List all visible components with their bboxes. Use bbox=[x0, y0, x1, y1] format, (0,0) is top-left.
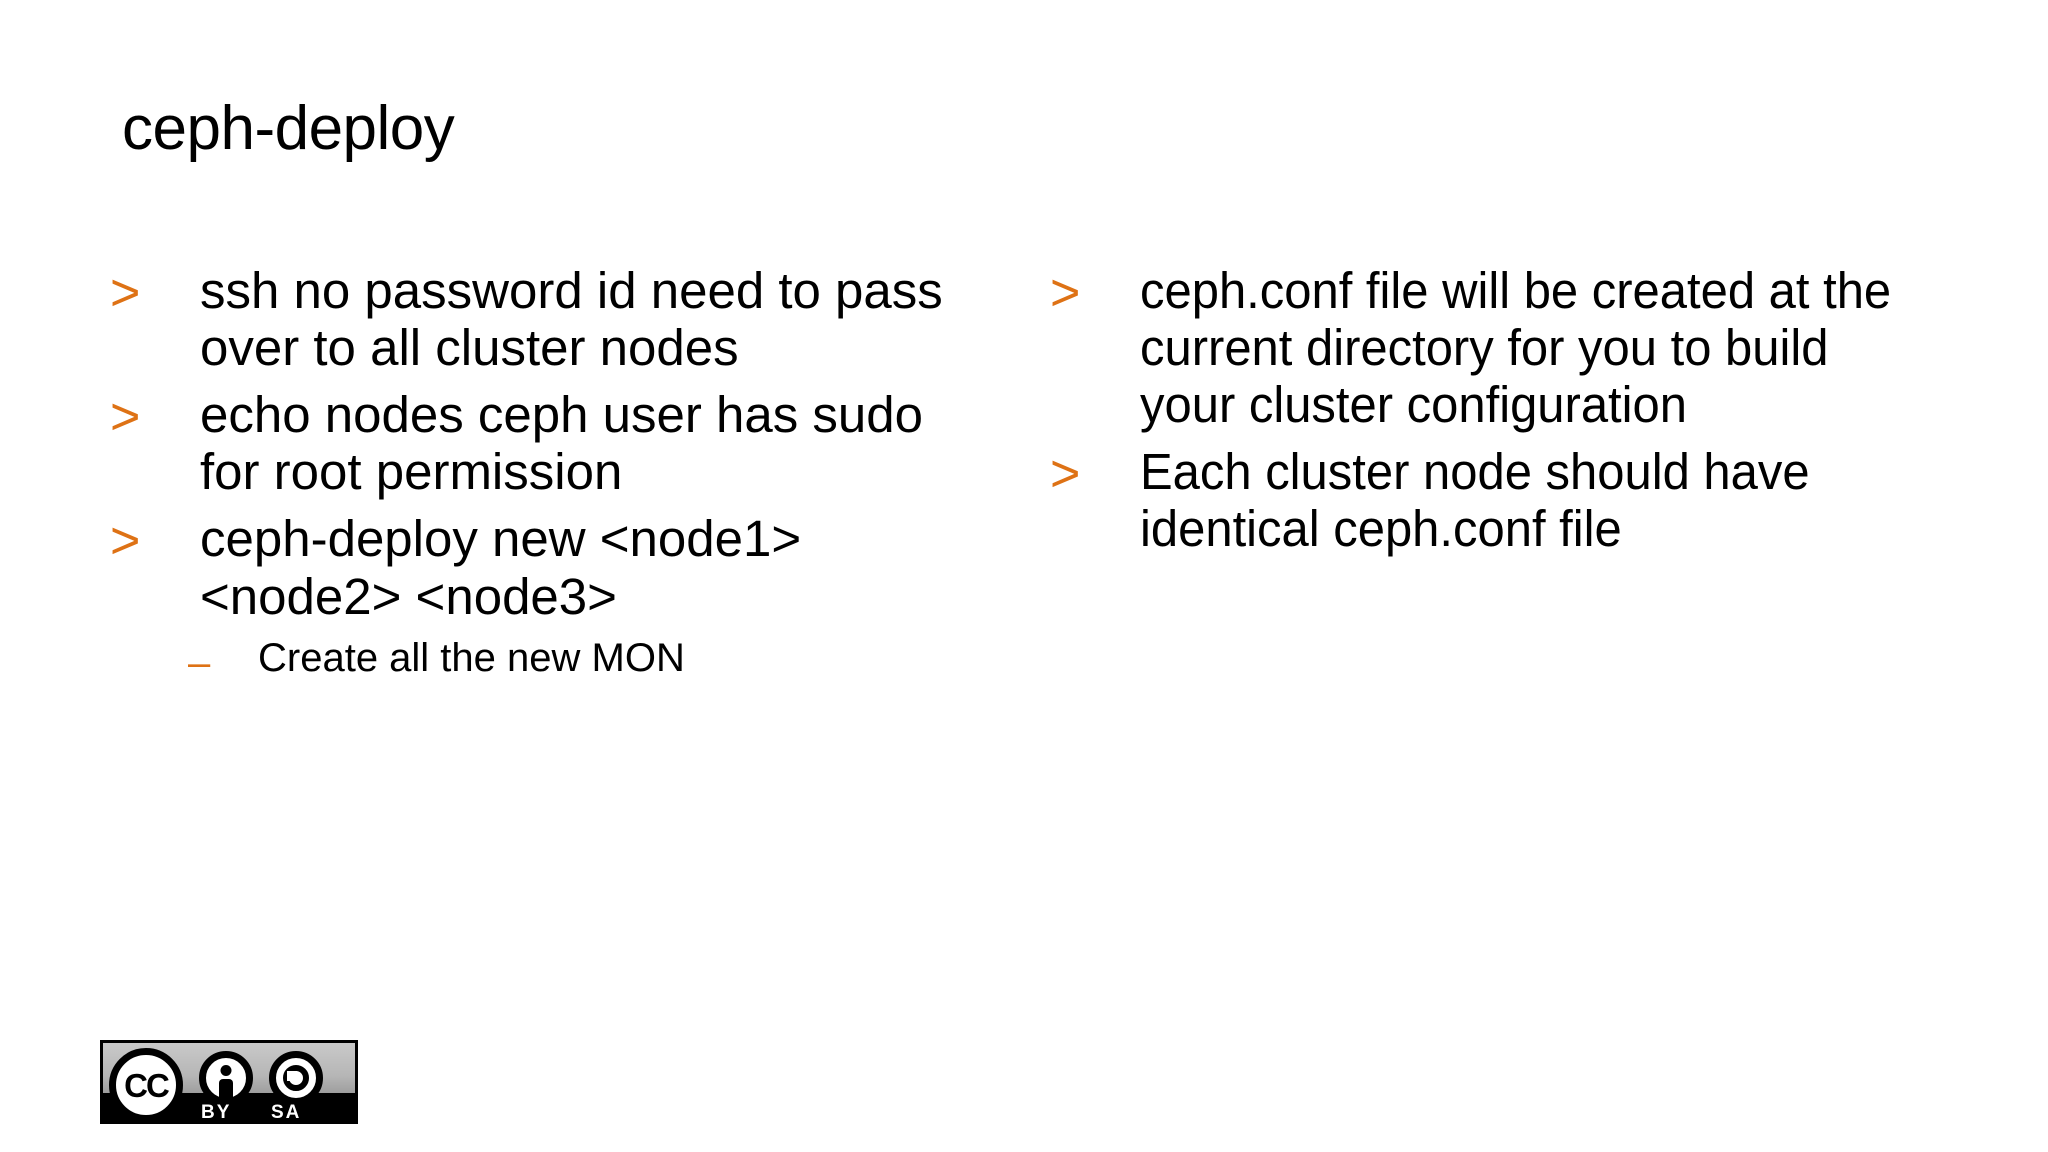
person-body-shape bbox=[219, 1079, 233, 1099]
bullet-text: echo nodes ceph user has sudo for root p… bbox=[200, 386, 924, 501]
bullet-item: > ssh no password id need to pass over t… bbox=[110, 262, 990, 376]
cc-logo-icon: CC bbox=[109, 1048, 183, 1122]
bullet-item: > ceph-deploy new <node1> <node2> <node3… bbox=[110, 510, 990, 624]
sub-bullet-text: Create all the new MON bbox=[258, 635, 685, 680]
chevron-bullet-icon: > bbox=[110, 264, 141, 322]
bullet-item: > Each cluster node should have identica… bbox=[1050, 443, 1950, 557]
share-alike-icon bbox=[269, 1051, 323, 1105]
creative-commons-badge[interactable]: CC BY SA bbox=[100, 1040, 358, 1124]
person-head-shape bbox=[220, 1065, 232, 1076]
chevron-bullet-icon: > bbox=[1050, 264, 1081, 322]
slide-title: ceph-deploy bbox=[122, 94, 455, 163]
sub-bullet-item: – Create all the new MON bbox=[110, 635, 990, 685]
dash-bullet-icon: – bbox=[188, 640, 211, 685]
bullet-text: ceph.conf file will be created at the cu… bbox=[1140, 262, 1892, 434]
bullet-item: > echo nodes ceph user has sudo for root… bbox=[110, 386, 990, 500]
bullet-text: ssh no password id need to pass over to … bbox=[200, 262, 943, 377]
chevron-bullet-icon: > bbox=[1050, 445, 1081, 504]
bullet-item: > ceph.conf file will be created at the … bbox=[1050, 262, 1950, 433]
bullet-text: Each cluster node should have identical … bbox=[1140, 443, 1810, 558]
content-column-left: > ssh no password id need to pass over t… bbox=[110, 262, 990, 685]
share-alike-arrow-shape bbox=[283, 1065, 309, 1091]
slide-content: > ssh no password id need to pass over t… bbox=[0, 262, 2048, 1002]
chevron-bullet-icon: > bbox=[110, 512, 141, 571]
badge-label-sa: SA bbox=[271, 1102, 302, 1123]
badge-label-by: BY bbox=[201, 1102, 232, 1123]
attribution-person-icon bbox=[199, 1051, 253, 1105]
cc-logo-label: CC bbox=[124, 1066, 170, 1104]
content-column-right: > ceph.conf file will be created at the … bbox=[1050, 262, 1950, 568]
chevron-bullet-icon: > bbox=[110, 388, 141, 447]
bullet-text: ceph-deploy new <node1> <node2> <node3> bbox=[200, 510, 802, 625]
